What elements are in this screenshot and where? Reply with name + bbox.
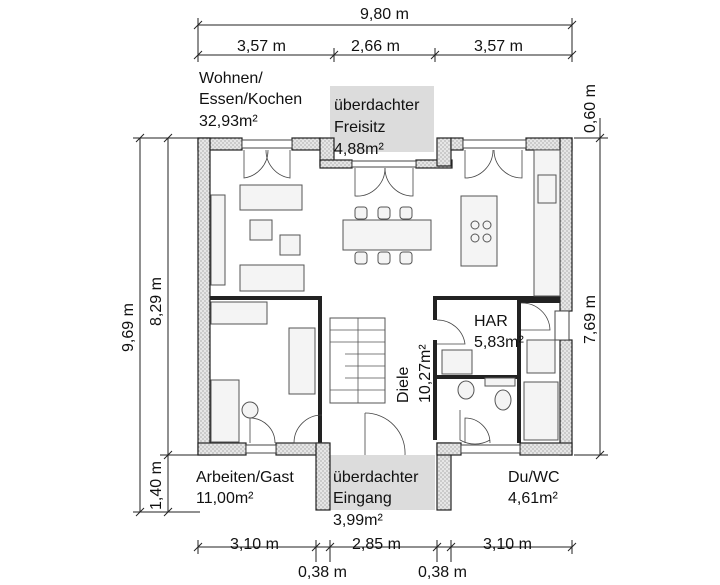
outer-walls <box>197 137 573 511</box>
room-wohnen-area: 32,93m² <box>199 113 258 130</box>
room-wohnen-name1: Wohnen/ <box>199 70 263 87</box>
room-har-name: HAR <box>474 313 508 330</box>
room-diele-area: 10,27m² <box>417 344 434 403</box>
freisitz-area <box>330 86 434 152</box>
interior-walls <box>210 296 560 443</box>
room-eingang-name1: überdachter <box>333 469 419 486</box>
furniture <box>210 149 561 443</box>
dim-top-a: 3,57 m <box>237 38 286 55</box>
room-diele-name: Diele <box>395 366 412 403</box>
dim-bottom-c: 3,10 m <box>483 536 532 553</box>
room-duwc-name: Du/WC <box>508 469 560 486</box>
room-arbeiten-name: Arbeiten/Gast <box>196 469 294 486</box>
dim-left-b: 1,40 m <box>148 461 165 510</box>
dimension-lines-left <box>133 133 200 517</box>
room-wohnen-name2: Essen/Kochen <box>199 91 303 108</box>
dim-left-a: 8,29 m <box>148 277 165 326</box>
dim-top-b: 2,66 m <box>351 38 400 55</box>
dim-bottom-d: 0,38 m <box>298 564 347 581</box>
dim-bottom-e: 0,38 m <box>418 564 467 581</box>
room-eingang-area: 3,99m² <box>333 512 383 529</box>
room-arbeiten-area: 11,00m² <box>196 490 254 507</box>
room-duwc-area: 4,61m² <box>508 490 558 507</box>
door-swings <box>243 149 551 456</box>
dim-bottom-b: 2,85 m <box>352 536 401 553</box>
stair-steps <box>330 318 385 403</box>
room-eingang-name2: Eingang <box>333 490 392 507</box>
dim-right-b: 7,69 m <box>582 295 599 344</box>
eingang-area <box>328 455 435 510</box>
dimension-lines-bottom <box>193 540 577 562</box>
dim-left-total: 9,69 m <box>120 303 137 352</box>
windows <box>241 139 570 454</box>
dimension-lines-right <box>574 118 608 460</box>
dimension-lines-top <box>193 18 577 62</box>
room-har-area: 5,83m² <box>474 334 524 351</box>
room-freisitz-name2: Freisitz <box>334 119 386 136</box>
dim-right-a: 0,60 m <box>582 84 599 133</box>
dim-top-total: 9,80 m <box>360 6 409 23</box>
room-freisitz-area: 4,88m² <box>334 141 384 158</box>
dim-top-c: 3,57 m <box>474 38 523 55</box>
dim-bottom-a: 3,10 m <box>230 536 279 553</box>
room-freisitz-name1: überdachter <box>334 97 420 114</box>
